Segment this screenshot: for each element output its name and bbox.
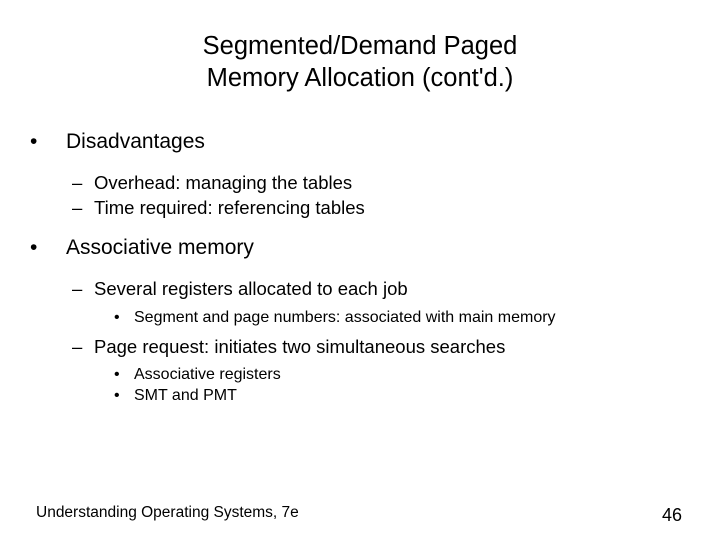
bullet-dot-icon: • — [30, 236, 38, 260]
bullet-segment-and-page: • Segment and page numbers: associated w… — [30, 308, 690, 329]
bullet-dot-icon: • — [114, 386, 120, 404]
spacer — [30, 220, 690, 234]
bullet-disadvantages-label: Disadvantages — [66, 130, 205, 153]
bullet-time-required-label: Time required: referencing tables — [94, 196, 365, 218]
bullet-page-request-label: Page request: initiates two simultaneous… — [94, 335, 506, 357]
title-line-1: Segmented/Demand Paged — [202, 32, 518, 60]
slide-number: 46 — [661, 505, 682, 525]
bullet-dot-icon: • — [30, 130, 38, 153]
bullet-associative-memory-label: Associative memory — [66, 236, 254, 260]
bullet-dot-icon: • — [114, 366, 120, 384]
bullet-several-registers-label: Several registers allocated to each job — [94, 278, 408, 300]
slide-title: Segmented/Demand Paged Memory Allocation… — [36, 30, 684, 94]
footer-source-text: Understanding Operating Systems, 7e — [36, 504, 299, 521]
bullet-smt-and-pmt: • SMT and PMT — [30, 386, 690, 407]
spacer — [30, 263, 690, 277]
bullet-overhead: – Overhead: managing the tables — [30, 171, 690, 195]
bullet-segment-and-page-label: Segment and page numbers: associated wit… — [134, 308, 556, 326]
bullet-associative-registers-label: Associative registers — [134, 366, 281, 384]
bullet-dot-icon: • — [114, 308, 120, 326]
bullet-disadvantages: • Disadvantages — [30, 128, 690, 155]
bullet-time-required: – Time required: referencing tables — [30, 196, 690, 220]
bullet-dash-icon: – — [72, 335, 83, 357]
bullet-several-registers: – Several registers allocated to each jo… — [30, 277, 690, 301]
bullet-associative-registers: • Associative registers — [30, 365, 690, 386]
bullet-overhead-label: Overhead: managing the tables — [94, 172, 353, 194]
bullet-page-request: – Page request: initiates two simultaneo… — [30, 335, 690, 359]
bullet-dash-icon: – — [72, 196, 83, 218]
spacer — [30, 157, 690, 171]
bullet-dash-icon: – — [72, 278, 83, 300]
bullet-associative-memory: • Associative memory — [30, 234, 690, 261]
bullet-smt-and-pmt-label: SMT and PMT — [134, 386, 237, 404]
title-line-2: Memory Allocation (cont'd.) — [206, 64, 514, 93]
slide-body: • Disadvantages – Overhead: managing the… — [30, 128, 690, 407]
bullet-dash-icon: – — [72, 172, 83, 194]
